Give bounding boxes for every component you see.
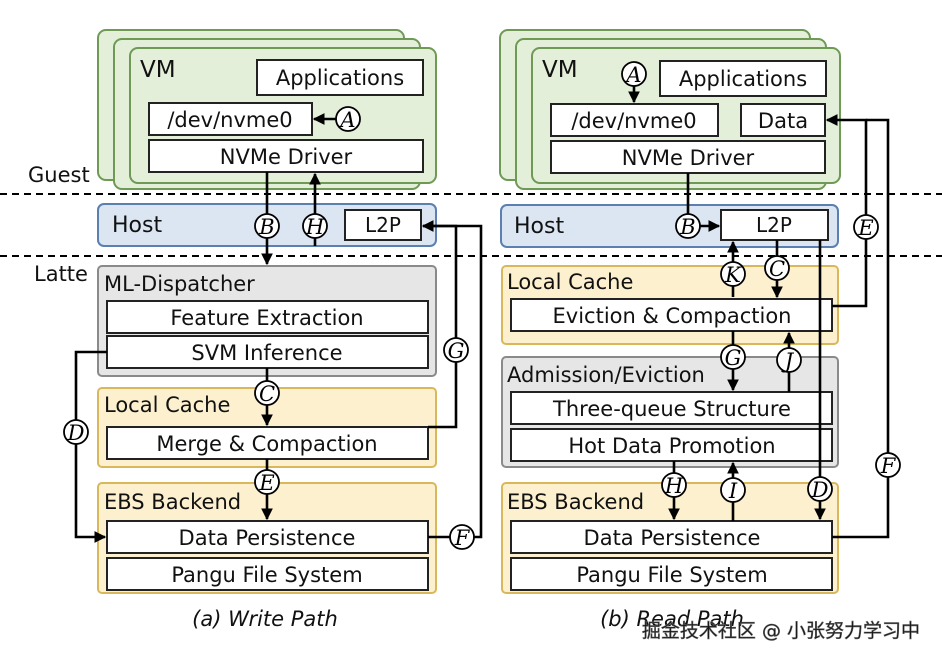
feature-extraction-box — [106, 300, 429, 334]
pangu-fs-label: Pangu File System — [171, 563, 362, 587]
step-d-marker — [63, 419, 89, 445]
applications-box — [659, 60, 827, 97]
admission-eviction-label: Admission/Eviction — [507, 363, 705, 387]
ml-dispatcher-label: ML-Dispatcher — [104, 272, 255, 296]
step-b-marker — [254, 213, 280, 239]
nvme-driver-box — [148, 139, 424, 173]
guest-label: Guest — [28, 163, 90, 187]
host-label: Host — [514, 214, 564, 239]
l2p-box — [720, 209, 829, 241]
hot-data-promotion-box — [510, 428, 833, 462]
host-label: Host — [112, 213, 162, 238]
ebs-backend-label: EBS Backend — [104, 490, 241, 514]
read-path-panel: VM Applications /dev/nvme0 Data NVMe Dri… — [499, 29, 901, 631]
l2p-box — [344, 209, 422, 241]
three-queue-label: Three-queue Structure — [552, 397, 791, 421]
write-path-caption: (a) Write Path — [192, 607, 338, 631]
step-e-label: E — [258, 471, 274, 495]
three-queue-box — [510, 391, 833, 425]
step-h-marker — [661, 472, 687, 498]
merge-compaction-box — [106, 426, 429, 460]
nvme-driver-label: NVMe Driver — [220, 145, 353, 169]
svm-inference-box — [106, 335, 429, 369]
step-d-marker — [807, 476, 833, 502]
nvme-driver-box — [550, 140, 826, 174]
step-k-marker — [720, 261, 746, 287]
step-i-marker — [720, 477, 746, 503]
read-path-caption: (b) Read Path — [600, 607, 744, 631]
step-j-marker — [776, 347, 802, 373]
local-cache-label: Local Cache — [104, 393, 230, 417]
local-cache-label: Local Cache — [507, 270, 633, 294]
feature-extraction-label: Feature Extraction — [170, 306, 363, 330]
step-g-label: G — [448, 339, 465, 363]
vm-label: VM — [140, 57, 176, 83]
dev-nvme0-label: /dev/nvme0 — [167, 108, 292, 132]
flow-f — [832, 118, 890, 539]
pangu-fs-box — [106, 557, 429, 591]
step-k-label: K — [724, 263, 742, 287]
data-box — [740, 103, 826, 137]
vm-label: VM — [542, 57, 578, 83]
step-c-label: C — [259, 382, 275, 406]
applications-label: Applications — [679, 67, 807, 91]
applications-label: Applications — [276, 66, 404, 90]
step-b-label: B — [258, 215, 274, 239]
l2p-label: L2P — [365, 213, 401, 237]
step-g-marker — [443, 337, 469, 363]
step-e-marker — [254, 469, 280, 495]
step-e-label: E — [857, 216, 873, 240]
data-persistence-label: Data Persistence — [584, 526, 761, 550]
step-f-marker — [875, 452, 901, 478]
step-f-marker — [449, 524, 475, 550]
dev-nvme0-box — [148, 102, 313, 136]
l2p-label: L2P — [756, 213, 792, 237]
step-h-marker — [302, 213, 328, 239]
latte-label: Latte — [34, 262, 88, 286]
step-e-marker — [853, 214, 879, 240]
step-f-label: F — [880, 454, 897, 478]
data-persistence-label: Data Persistence — [179, 526, 356, 550]
write-path-panel: VM Applications /dev/nvme0 NVMe Driver H… — [63, 29, 483, 631]
step-a-label: A — [338, 108, 355, 132]
step-d-label: D — [67, 421, 85, 445]
step-a-label: A — [624, 63, 641, 87]
ebs-backend-label: EBS Backend — [507, 490, 644, 514]
flow-e — [825, 114, 868, 308]
step-d-label: D — [811, 478, 829, 502]
step-c-label: C — [769, 257, 785, 281]
eviction-compaction-box — [510, 298, 833, 332]
nvme-driver-label: NVMe Driver — [622, 146, 755, 170]
step-b-marker — [675, 213, 701, 239]
watermark: 掘金技术社区 @ 小张努力学习中 — [642, 620, 920, 642]
eviction-compaction-label: Eviction & Compaction — [553, 304, 792, 328]
pangu-fs-box — [510, 557, 833, 591]
step-i-label: I — [728, 479, 738, 503]
dev-nvme0-box — [550, 103, 719, 137]
pangu-fs-label: Pangu File System — [576, 563, 767, 587]
merge-compaction-label: Merge & Compaction — [156, 432, 377, 456]
data-label: Data — [758, 109, 808, 133]
step-b-label: B — [679, 215, 695, 239]
applications-box — [256, 59, 424, 96]
step-h-label: H — [664, 474, 684, 498]
step-c-marker — [764, 255, 790, 281]
step-j-label: J — [781, 349, 795, 373]
step-a-marker — [335, 106, 361, 132]
data-persistence-box — [106, 520, 429, 554]
dev-nvme0-label: /dev/nvme0 — [571, 109, 696, 133]
step-c-marker — [254, 380, 280, 406]
hot-data-promotion-label: Hot Data Promotion — [568, 434, 775, 458]
step-f-label: F — [454, 526, 471, 550]
step-h-label: H — [305, 215, 325, 239]
step-g-label: G — [725, 346, 742, 370]
step-a-marker — [621, 61, 647, 87]
svm-inference-label: SVM Inference — [191, 341, 342, 365]
step-g-marker — [720, 344, 746, 370]
